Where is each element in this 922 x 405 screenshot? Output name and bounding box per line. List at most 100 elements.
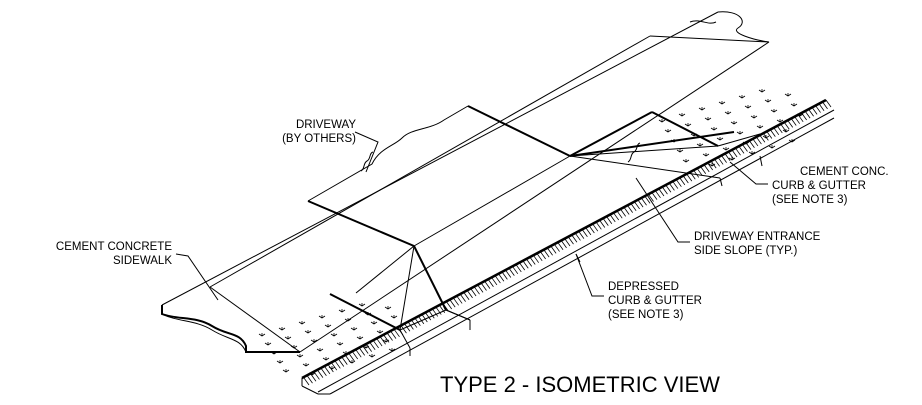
- stipple-mark: [664, 129, 672, 133]
- hatch-line: [707, 162, 714, 171]
- stipple-mark: [304, 330, 312, 334]
- hatch-line: [512, 266, 519, 275]
- callout-sidewalk-line-1: CEMENT CONCRETE: [56, 241, 172, 253]
- hatch-line: [780, 123, 787, 132]
- stipple-mark: [298, 321, 306, 325]
- hatch-line: [818, 103, 825, 111]
- stipple-mark: [290, 345, 298, 349]
- callout-curb-gutter: CEMENT CONC. CURB & GUTTER (SEE NOTE 3): [772, 166, 889, 206]
- stipple-mark: [728, 157, 736, 161]
- hatch-line: [362, 346, 369, 354]
- hatch-line: [689, 172, 696, 180]
- hatch-line: [453, 298, 459, 306]
- hatch-line: [310, 374, 317, 382]
- hatch-line: [408, 322, 414, 330]
- hatch-line: [571, 235, 578, 243]
- sidewalk-stipple-left: [258, 303, 398, 376]
- break-marks: [360, 142, 641, 172]
- hatch-line: [366, 344, 372, 352]
- hatch-line: [397, 327, 404, 336]
- stipple-mark: [390, 315, 398, 319]
- stipple-mark: [278, 327, 286, 331]
- hatch-line: [557, 242, 564, 250]
- hatch-line: [561, 240, 567, 249]
- hatch-line: [759, 134, 766, 143]
- hatch-line: [348, 353, 355, 362]
- stipple-mark: [678, 113, 686, 117]
- hatch-line: [467, 290, 473, 299]
- hatch-line: [616, 210, 623, 219]
- hatch-line: [641, 197, 647, 206]
- hatch-line: [303, 377, 310, 386]
- hatch-line: [376, 338, 383, 347]
- stipple-mark: [318, 315, 326, 319]
- stipple-mark: [364, 312, 372, 316]
- hatch-line: [595, 222, 602, 230]
- hatch-line: [592, 223, 599, 232]
- hatch-line: [651, 192, 658, 200]
- stipple-mark: [338, 309, 346, 313]
- stipple-mark: [676, 149, 684, 153]
- hatch-line: [529, 257, 536, 265]
- stipple-mark: [724, 111, 732, 115]
- left-side-slope: [329, 245, 471, 331]
- hatch-line: [714, 159, 720, 167]
- hatch-line: [373, 340, 379, 349]
- hatch-line: [790, 118, 797, 126]
- stipple-mark: [776, 119, 784, 123]
- hatch-line: [613, 212, 620, 221]
- driveway-surface: [307, 105, 571, 247]
- hatch-line: [634, 201, 640, 210]
- hatch-line: [589, 225, 595, 234]
- hatch-line: [578, 231, 585, 239]
- hatch-line: [700, 166, 707, 174]
- stipple-mark: [782, 129, 790, 133]
- stipple-mark: [356, 336, 364, 340]
- stipple-mark: [358, 303, 366, 307]
- hatch-line: [582, 229, 588, 237]
- curb-hatching: [303, 99, 832, 386]
- hatch-line: [474, 286, 480, 295]
- hatch-line: [682, 175, 689, 184]
- stipple-mark: [350, 327, 358, 331]
- stipple-mark: [698, 107, 706, 111]
- stipple-mark: [316, 348, 324, 352]
- stipple-mark: [284, 336, 292, 340]
- callout-driveway-line-1: DRIVEWAY: [296, 119, 356, 131]
- stipple-mark: [684, 123, 692, 127]
- callout-curb-gutter-line-3: (SEE NOTE 3): [772, 194, 848, 206]
- hatch-line: [602, 218, 609, 226]
- hatch-line: [477, 285, 484, 293]
- hatch-line: [554, 244, 560, 252]
- hatch-line: [721, 155, 727, 163]
- hatch-line: [783, 122, 790, 130]
- stipple-mark: [310, 339, 318, 343]
- stipple-mark: [308, 372, 316, 376]
- stipple-mark: [370, 321, 378, 325]
- stipple-mark: [344, 318, 352, 322]
- hatch-line: [540, 251, 546, 260]
- stipple-mark: [362, 345, 370, 349]
- stipple-mark: [768, 145, 776, 149]
- callout-entrance-slope-line-2: SIDE SLOPE (TYP.): [694, 245, 797, 257]
- hatch-line: [380, 336, 386, 345]
- hatch-line: [672, 181, 679, 189]
- hatch-line: [623, 207, 630, 215]
- stipple-mark: [658, 119, 666, 123]
- hatch-line: [679, 177, 686, 186]
- stipple-mark: [758, 89, 766, 93]
- stipple-mark: [738, 95, 746, 99]
- hatch-line: [620, 209, 627, 217]
- stipple-mark: [702, 153, 710, 157]
- callout-curb-gutter-line-2: CURB & GUTTER: [772, 180, 866, 192]
- hatch-line: [606, 216, 613, 224]
- stipple-mark: [328, 366, 336, 370]
- hatch-line: [585, 227, 592, 236]
- stipple-mark: [384, 306, 392, 310]
- stipple-mark: [682, 159, 690, 163]
- hatch-line: [738, 146, 745, 154]
- stipple-mark: [324, 324, 332, 328]
- hatch-line: [331, 362, 338, 371]
- hatch-line: [526, 259, 533, 267]
- stipple-mark: [388, 348, 396, 352]
